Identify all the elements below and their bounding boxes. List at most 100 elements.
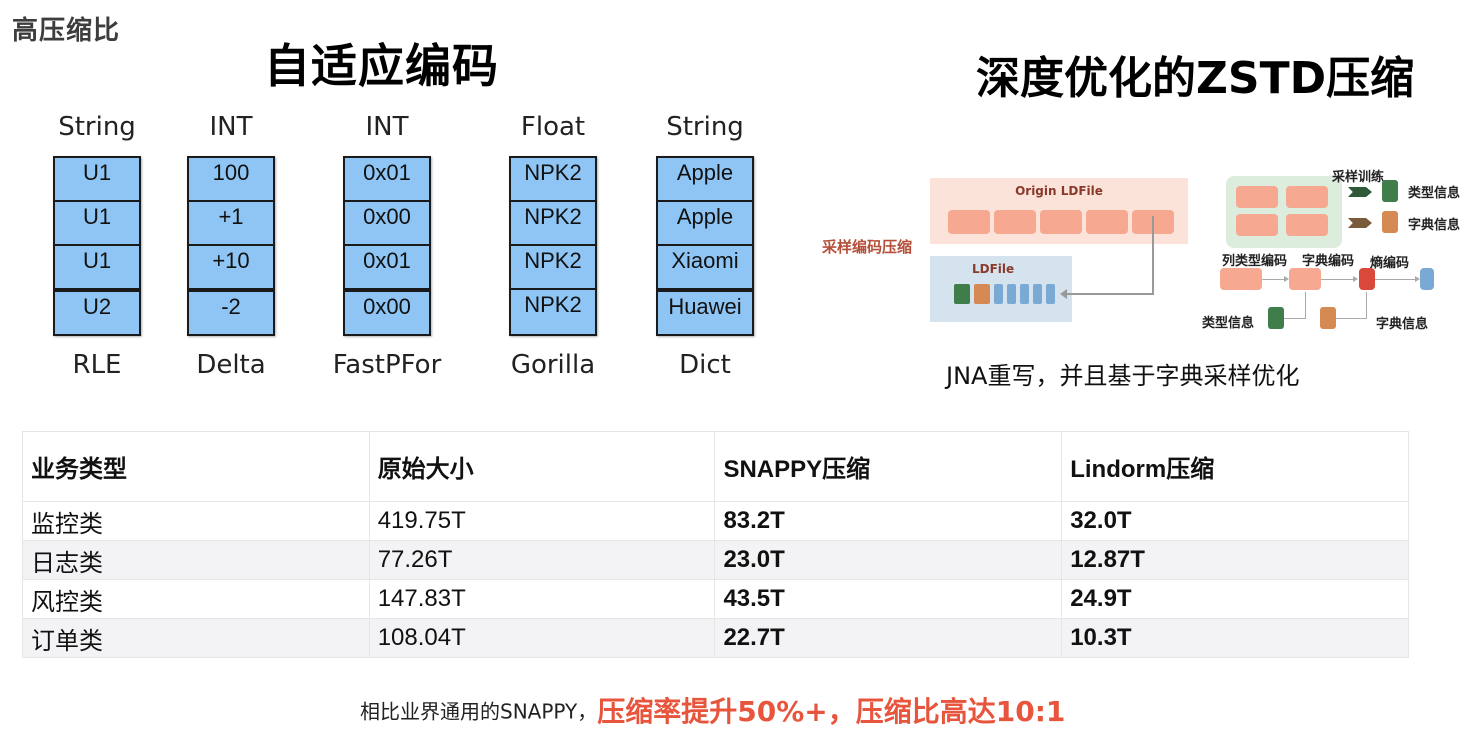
arrow-right-icon bbox=[1353, 276, 1358, 282]
pipe-line bbox=[1336, 318, 1367, 319]
pipe-line bbox=[1262, 279, 1286, 280]
zstd-title: 深度优化的ZSTD压缩 bbox=[976, 53, 1415, 104]
connector-line bbox=[1152, 216, 1154, 294]
table-row: 风控类 147.83T 43.5T 24.9T bbox=[22, 579, 1409, 619]
value-cell: NPK2 bbox=[511, 158, 595, 202]
encoding-type: String bbox=[58, 112, 136, 142]
sampling-compression-label: 采样编码压缩 bbox=[822, 238, 913, 256]
type-info-label: 类型信息 bbox=[1408, 186, 1461, 201]
value-cell: U1 bbox=[55, 158, 139, 202]
encoding-name: RLE bbox=[72, 350, 122, 380]
cell-business-type: 监控类 bbox=[22, 501, 370, 541]
data-block bbox=[994, 284, 1003, 304]
pipe-line bbox=[1321, 279, 1355, 280]
type-info-block bbox=[1382, 180, 1398, 202]
sample-block bbox=[1286, 186, 1328, 208]
value-cell: 0x01 bbox=[345, 246, 429, 290]
data-block bbox=[1020, 284, 1029, 304]
entropy-encoded-block bbox=[1420, 268, 1434, 290]
arrow-right-icon bbox=[1415, 276, 1420, 282]
value-cell: +1 bbox=[189, 202, 273, 246]
pipe-line bbox=[1284, 318, 1306, 319]
value-cell: 0x00 bbox=[345, 202, 429, 246]
cell-original-size: 77.26T bbox=[368, 540, 716, 580]
cell-business-type: 日志类 bbox=[22, 540, 370, 580]
data-block bbox=[1046, 284, 1055, 304]
value-cell: U2 bbox=[55, 290, 139, 334]
value-cell: U1 bbox=[55, 246, 139, 290]
value-cell: Apple bbox=[658, 158, 752, 202]
column-block bbox=[1220, 268, 1262, 290]
cell-business-type: 订单类 bbox=[22, 618, 370, 658]
sample-box bbox=[1226, 176, 1342, 248]
pipe-line bbox=[1366, 292, 1367, 319]
encoding-name: FastPFor bbox=[332, 350, 442, 380]
zstd-diagram: 采样编码压缩 Origin LDFile LDFile 采样训练 类型信息 字典… bbox=[810, 160, 1480, 350]
encoding-name: Delta bbox=[196, 350, 266, 380]
value-cell: 0x01 bbox=[345, 158, 429, 202]
sample-training-label: 采样训练 bbox=[1332, 170, 1385, 185]
data-block bbox=[1040, 210, 1082, 234]
ldfile-box: LDFile bbox=[930, 256, 1072, 322]
cell-original-size: 108.04T bbox=[368, 618, 716, 658]
value-cell: Huawei bbox=[658, 290, 752, 334]
cell-business-type: 风控类 bbox=[22, 579, 370, 619]
cell-snappy: 83.2T bbox=[714, 501, 1063, 541]
value-stack: 0x01 0x00 0x01 0x00 bbox=[343, 156, 431, 336]
encoding-name: Dict bbox=[679, 350, 731, 380]
data-block bbox=[1086, 210, 1128, 234]
value-stack: Apple Apple Xiaomi Huawei bbox=[656, 156, 754, 336]
ldfile-title: LDFile bbox=[972, 262, 1015, 276]
sample-block bbox=[1236, 214, 1278, 236]
cell-snappy: 23.0T bbox=[714, 540, 1063, 580]
sample-block bbox=[1236, 186, 1278, 208]
dict-info-block bbox=[974, 284, 990, 304]
value-stack: 100 +1 +10 -2 bbox=[187, 156, 275, 336]
type-info-block bbox=[1268, 307, 1284, 329]
encoding-name: Gorilla bbox=[510, 350, 596, 380]
encoding-column-dict: String Apple Apple Xiaomi Huawei Dict bbox=[650, 108, 760, 380]
header-snappy: SNAPPY压缩 bbox=[714, 431, 1063, 502]
table-row: 日志类 77.26T 23.0T 12.87T bbox=[22, 540, 1409, 580]
encoding-type: Float bbox=[520, 112, 586, 142]
pipe-line bbox=[1305, 292, 1306, 319]
zstd-caption: JNA重写，并且基于字典采样优化 bbox=[946, 362, 1300, 390]
sample-block bbox=[1286, 214, 1328, 236]
type-info-block bbox=[954, 284, 970, 304]
value-cell: 100 bbox=[189, 158, 273, 202]
value-cell: NPK2 bbox=[511, 202, 595, 246]
chevron-right-icon bbox=[1348, 187, 1372, 197]
dict-encoding-label: 字典编码 bbox=[1302, 254, 1355, 269]
value-cell: Xiaomi bbox=[658, 246, 752, 290]
cell-snappy: 22.7T bbox=[714, 618, 1063, 658]
value-stack: NPK2 NPK2 NPK2 NPK2 bbox=[509, 156, 597, 336]
type-info-bottom-label: 类型信息 bbox=[1202, 316, 1255, 331]
data-block bbox=[948, 210, 990, 234]
dict-encoded-block bbox=[1359, 268, 1375, 290]
column-block bbox=[1289, 268, 1321, 290]
adaptive-encoding-title: 自适应编码 bbox=[264, 39, 499, 93]
value-cell: -2 bbox=[189, 290, 273, 334]
table-row: 订单类 108.04T 22.7T 10.3T bbox=[22, 618, 1409, 658]
encoding-column-fastpfor: INT 0x01 0x00 0x01 0x00 FastPFor bbox=[332, 108, 442, 380]
encoding-type: String bbox=[666, 112, 744, 142]
encoding-type: INT bbox=[209, 112, 253, 142]
value-cell: NPK2 bbox=[524, 292, 582, 317]
cell-snappy: 43.5T bbox=[714, 579, 1063, 619]
cell-original-size: 419.75T bbox=[368, 501, 716, 541]
data-block bbox=[1007, 284, 1016, 304]
value-stack: U1 U1 U1 U2 bbox=[53, 156, 141, 336]
header-lindorm: Lindorm压缩 bbox=[1061, 431, 1409, 502]
dict-info-block bbox=[1382, 211, 1398, 233]
encoding-column-rle: String U1 U1 U1 U2 RLE bbox=[42, 108, 152, 380]
encoding-column-delta: INT 100 +1 +10 -2 Delta bbox=[176, 108, 286, 380]
header-original-size: 原始大小 bbox=[368, 431, 716, 502]
table-header-row: 业务类型 原始大小 SNAPPY压缩 Lindorm压缩 bbox=[22, 431, 1409, 502]
connector-line bbox=[1064, 293, 1154, 295]
arrow-right-icon bbox=[1284, 276, 1289, 282]
value-cell: Apple bbox=[658, 202, 752, 246]
cell-lindorm: 24.9T bbox=[1061, 579, 1409, 619]
cell-lindorm: 12.87T bbox=[1061, 540, 1409, 580]
origin-ldfile-box: Origin LDFile bbox=[930, 178, 1188, 244]
dict-info-label: 字典信息 bbox=[1408, 218, 1461, 233]
